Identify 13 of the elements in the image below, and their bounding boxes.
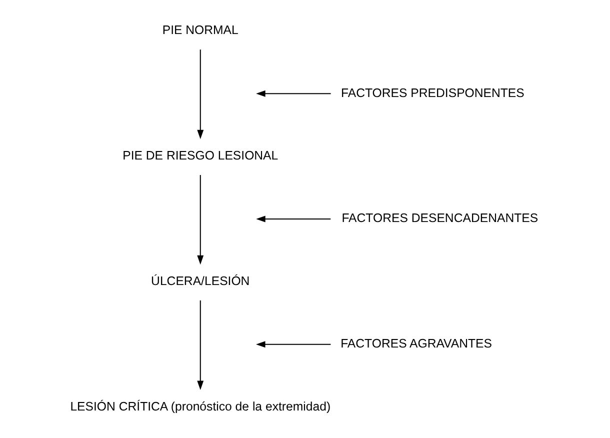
arrow bbox=[196, 175, 204, 265]
arrow bbox=[256, 90, 330, 97]
node-text: PIE DE RIESGO LESIONAL bbox=[122, 148, 278, 162]
node-text: FACTORES AGRAVANTES bbox=[340, 336, 492, 351]
node-text: ÚLCERA/LESIÓN bbox=[150, 274, 250, 288]
arrow bbox=[196, 300, 204, 390]
node-text: FACTORES DESENCADENANTES bbox=[341, 211, 538, 226]
node-text: FACTORES PREDISPONENTES bbox=[340, 86, 524, 100]
arrow bbox=[196, 50, 204, 140]
arrow bbox=[256, 341, 330, 348]
arrow bbox=[256, 216, 330, 222]
node-text: PIE NORMAL bbox=[162, 23, 238, 38]
node-text: LESIÓN CRÍTICA (pronóstico de la extremidad) bbox=[70, 399, 330, 414]
